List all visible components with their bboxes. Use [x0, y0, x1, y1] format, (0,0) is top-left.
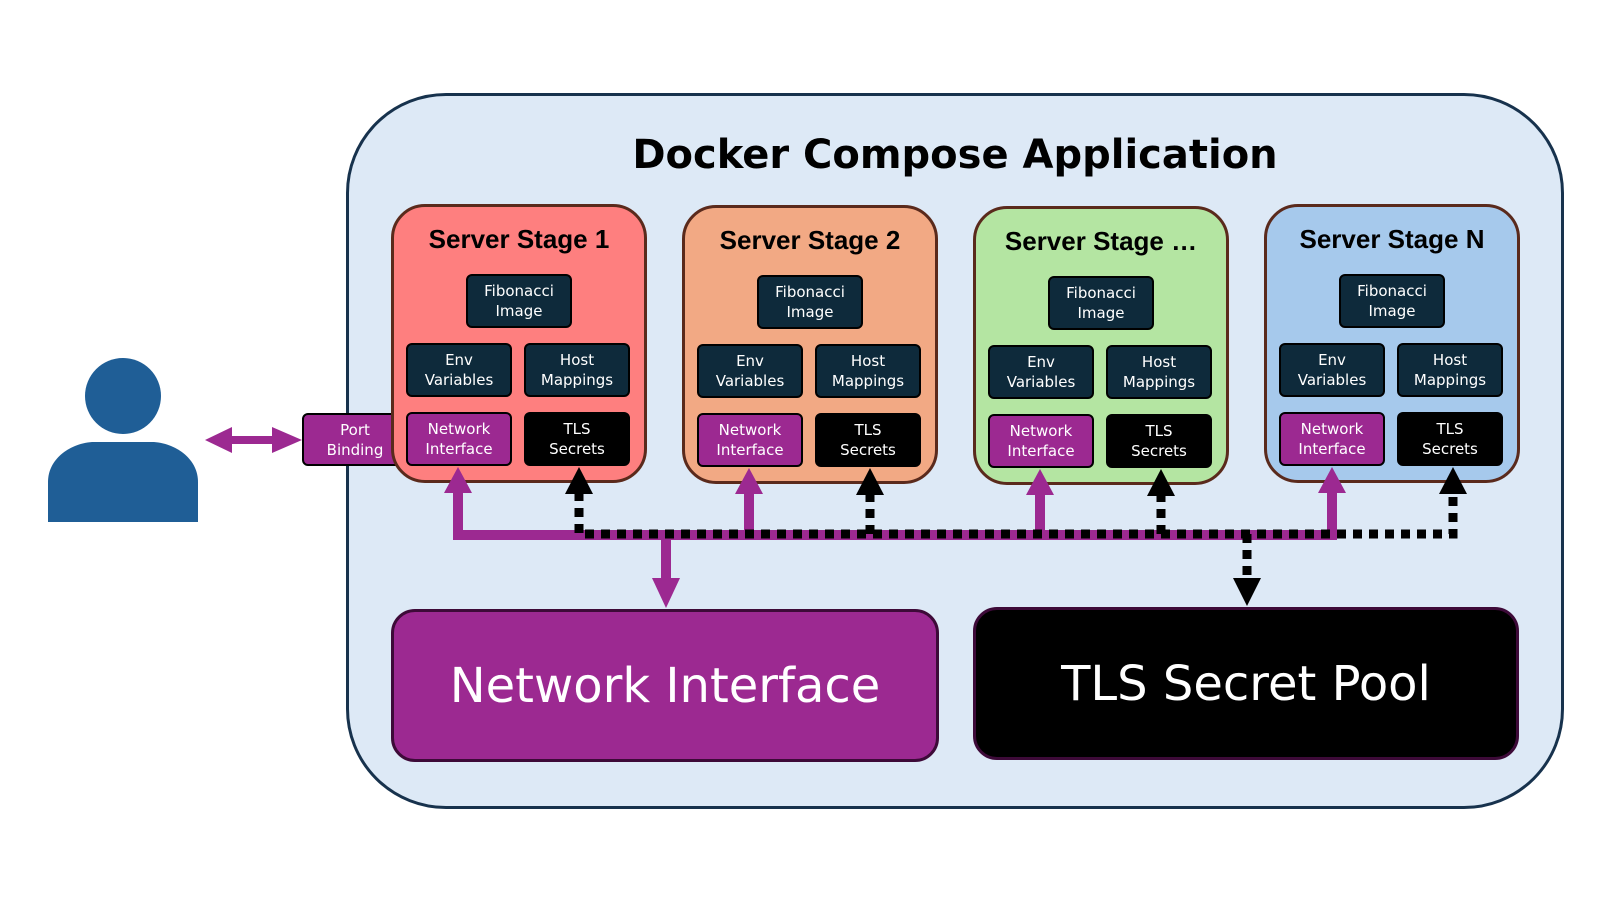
network-interface-1: Network Interface	[406, 412, 512, 466]
network-interface-4: Network Interface	[1279, 412, 1385, 466]
env-variables-1: Env Variables	[406, 343, 512, 397]
network-arrow-4	[1318, 467, 1346, 493]
tls-secret-pool-box: TLS Secret Pool	[973, 607, 1519, 760]
network-interface-3: Network Interface	[988, 414, 1094, 468]
tls-secrets-3: TLS Secrets	[1106, 414, 1212, 468]
network-arrow-1	[444, 467, 472, 493]
user-icon	[48, 358, 198, 522]
host-mappings-1: Host Mappings	[524, 343, 630, 397]
network-arrow-3	[1026, 469, 1054, 495]
tls-bus-line	[574, 492, 1458, 539]
env-variables-3: Env Variables	[988, 345, 1094, 399]
server-stage-ellipsis-title: Server Stage …	[1004, 226, 1198, 256]
tls-secrets-1: TLS Secrets	[524, 412, 630, 466]
tls-arrow-to-pool	[1233, 578, 1261, 606]
host-mappings-4: Host Mappings	[1397, 343, 1503, 397]
tls-secrets-4: TLS Secrets	[1397, 412, 1503, 466]
user-port-arrow-right-head	[272, 427, 302, 453]
fibonacci-image-1: Fibonacci Image	[466, 274, 572, 328]
fibonacci-image-4: Fibonacci Image	[1339, 274, 1445, 328]
network-interface-box: Network Interface	[391, 609, 939, 762]
env-variables-2: Env Variables	[697, 344, 803, 398]
diagram-title: Docker Compose Application	[632, 132, 1278, 178]
tls-arrow-1	[565, 467, 593, 494]
server-stage-1-title: Server Stage 1	[428, 224, 610, 254]
env-variables-4: Env Variables	[1279, 343, 1385, 397]
network-bus-line	[453, 490, 1337, 540]
fibonacci-image-2: Fibonacci Image	[757, 275, 863, 329]
server-stage-n-title: Server Stage N	[1299, 224, 1485, 254]
port-binding: Port Binding	[302, 413, 408, 466]
host-mappings-2: Host Mappings	[815, 344, 921, 398]
host-mappings-3: Host Mappings	[1106, 345, 1212, 399]
fibonacci-image-3: Fibonacci Image	[1048, 276, 1154, 330]
network-interface-2: Network Interface	[697, 413, 803, 467]
network-arrow-to-pool	[652, 578, 680, 608]
user-port-arrow-left-head	[205, 427, 232, 453]
tls-arrow-2	[856, 468, 884, 495]
network-arrow-2	[735, 468, 763, 494]
tls-bus	[565, 467, 1467, 606]
tls-secrets-2: TLS Secrets	[815, 413, 921, 467]
server-stage-2-title: Server Stage 2	[719, 225, 901, 255]
tls-arrow-4	[1439, 467, 1467, 494]
user-port-arrow	[205, 427, 302, 453]
tls-arrow-3	[1147, 469, 1175, 496]
